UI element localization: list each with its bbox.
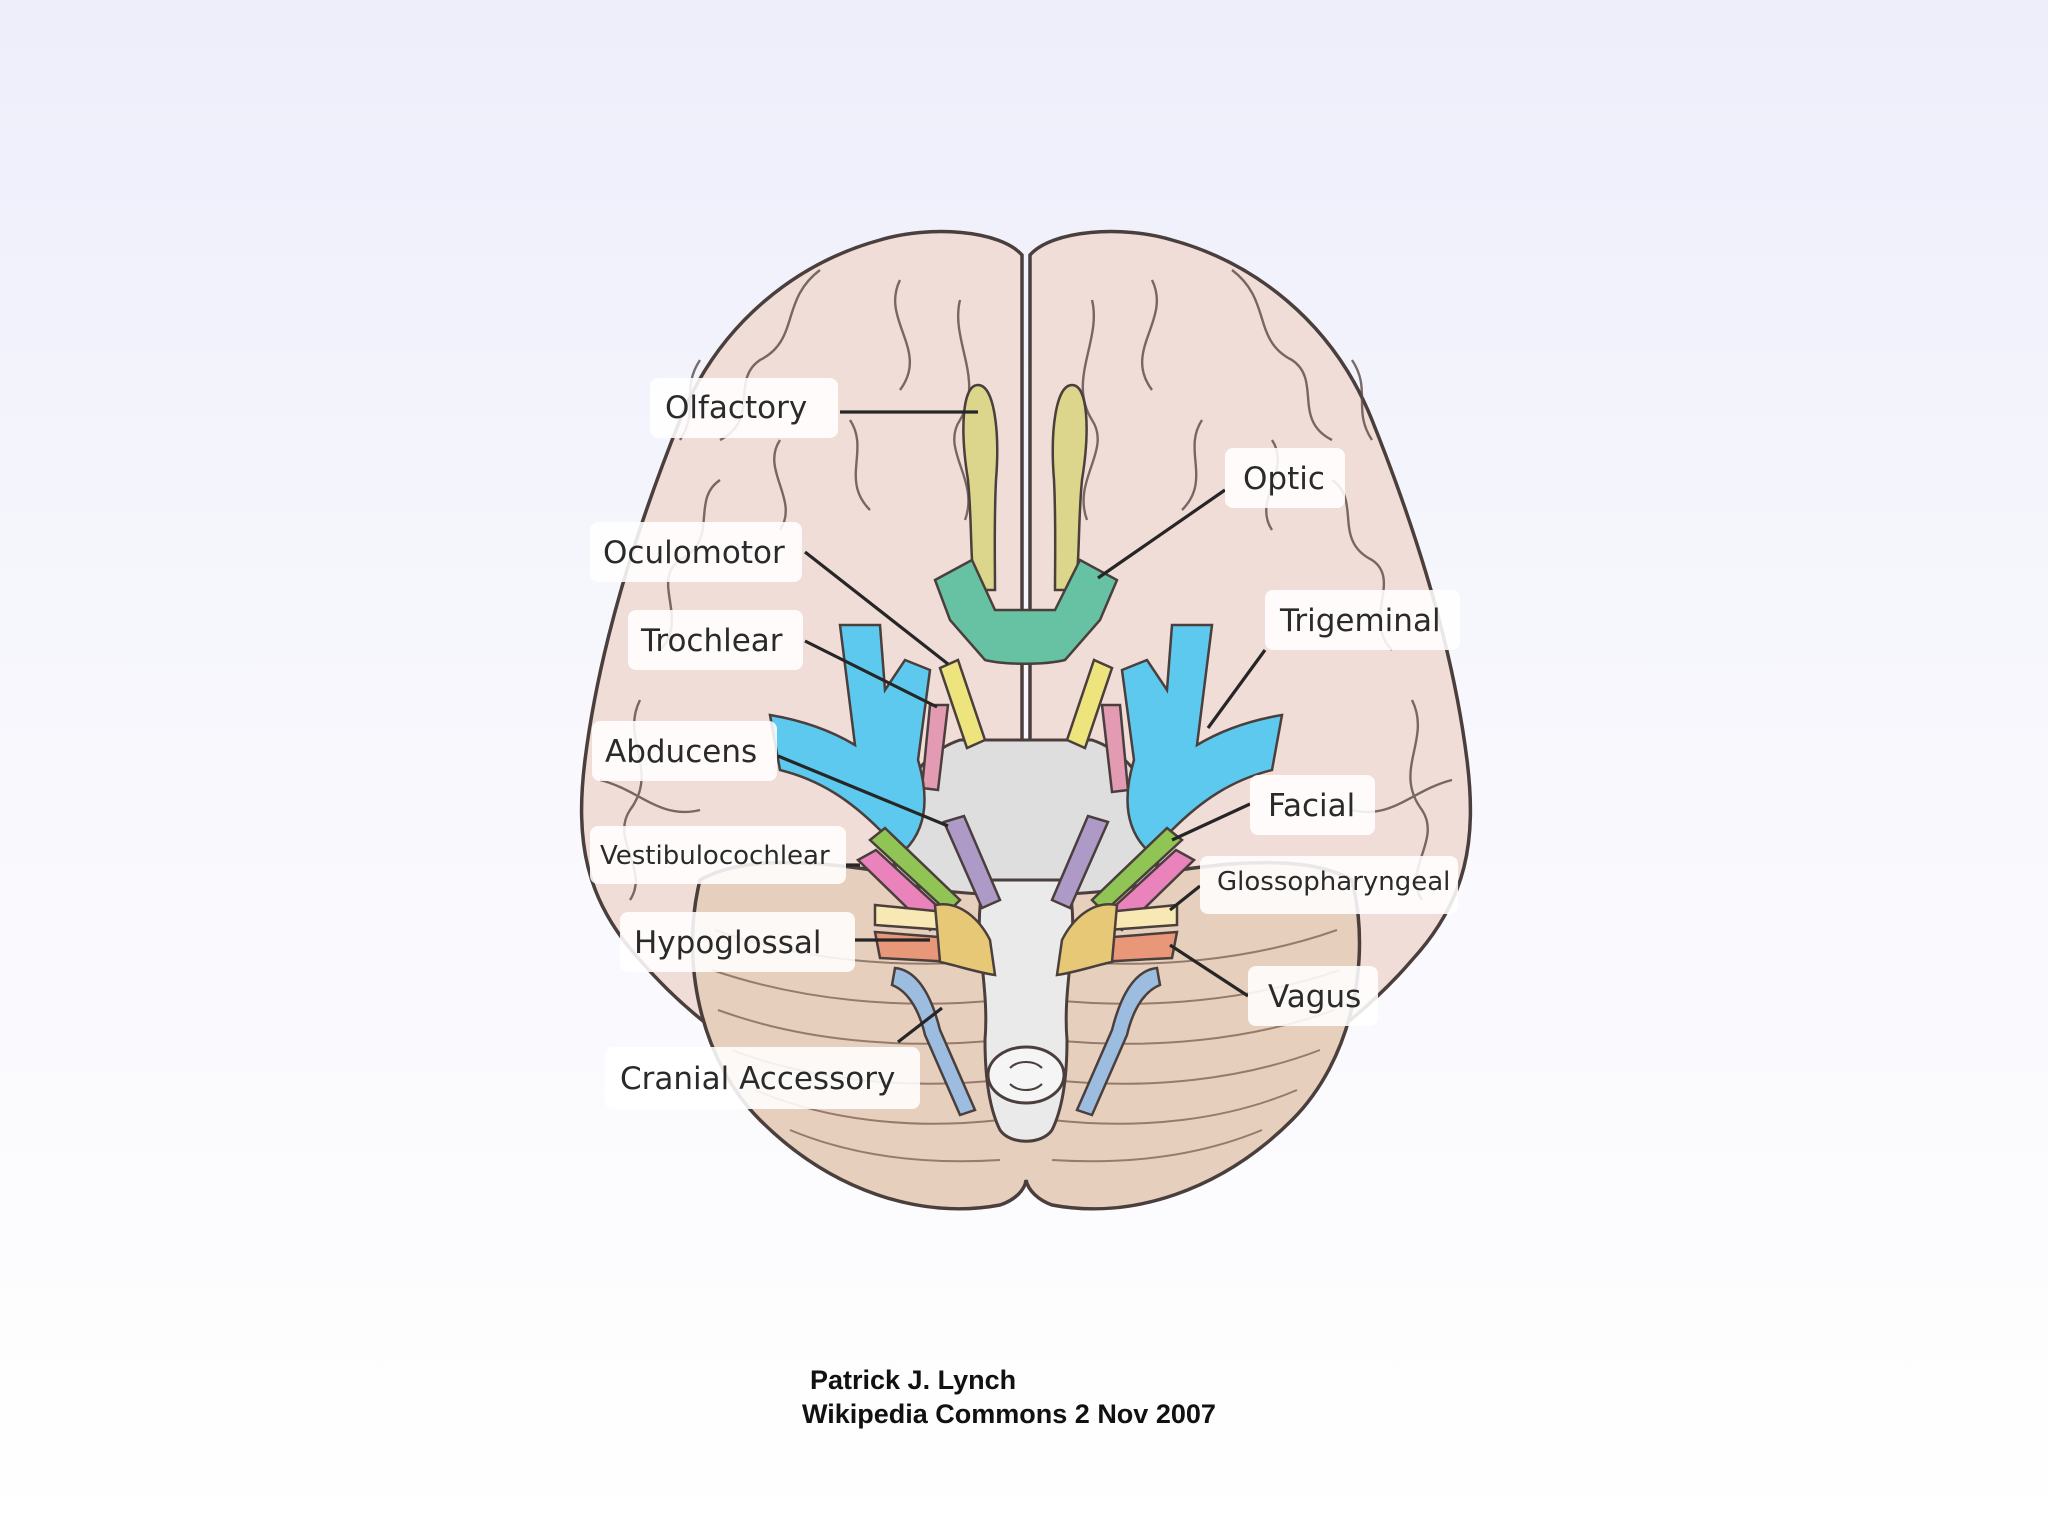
- accessory-nerve-left: [890, 966, 977, 1117]
- svg-text:Hypoglossal: Hypoglossal: [634, 925, 821, 961]
- oculomotor-nerve-left: [938, 658, 987, 750]
- svg-text:Olfactory: Olfactory: [665, 390, 807, 426]
- hypoglossal-nerve-left: [933, 902, 997, 977]
- trigeminal-nerve-left: [768, 623, 932, 852]
- label-optic: Optic: [1225, 448, 1345, 508]
- svg-text:Glossopharyngeal: Glossopharyngeal: [1217, 867, 1450, 897]
- trochlear-nerve-left: [920, 703, 950, 792]
- label-hypoglossal: Hypoglossal: [620, 912, 855, 972]
- svg-text:Optic: Optic: [1243, 461, 1325, 497]
- optic-nerve: [933, 558, 1119, 665]
- svg-text:Oculomotor: Oculomotor: [603, 535, 785, 571]
- abducens-nerve-right: [1050, 814, 1110, 910]
- oculomotor-nerve-right: [1065, 658, 1114, 750]
- label-glossopharyngeal: Glossopharyngeal: [1200, 856, 1458, 914]
- svg-text:Abducens: Abducens: [605, 734, 757, 770]
- svg-text:Trigeminal: Trigeminal: [1279, 603, 1441, 639]
- label-cranial-accessory: Cranial Accessory: [605, 1047, 920, 1109]
- accessory-nerve-right: [1075, 966, 1162, 1117]
- facial-nerve-left: [868, 826, 962, 914]
- label-trochlear: Trochlear: [628, 610, 803, 670]
- label-vestibulocochlear: Vestibulocochlear: [590, 826, 846, 884]
- label-abducens: Abducens: [592, 721, 777, 781]
- trigeminal-nerve-right: [1120, 623, 1284, 852]
- label-oculomotor: Oculomotor: [590, 522, 802, 582]
- abducens-nerve-left: [942, 814, 1002, 910]
- facial-nerve-right: [1090, 826, 1184, 914]
- credit-source: Wikipedia Commons 2 Nov 2007: [802, 1399, 1216, 1429]
- label-olfactory: Olfactory: [650, 378, 838, 438]
- hypoglossal-nerve-right: [1055, 902, 1119, 977]
- leader-lines: [777, 410, 1267, 1044]
- svg-text:Vagus: Vagus: [1268, 979, 1361, 1015]
- nerves: [768, 383, 1284, 1117]
- svg-text:Vestibulocochlear: Vestibulocochlear: [600, 841, 830, 871]
- spinal-cord-section: [986, 1045, 1066, 1105]
- credit-author: Patrick J. Lynch: [810, 1365, 1017, 1395]
- svg-text:Facial: Facial: [1268, 788, 1355, 824]
- label-facial: Facial: [1250, 775, 1375, 835]
- svg-text:Cranial Accessory: Cranial Accessory: [620, 1061, 895, 1097]
- label-trigeminal: Trigeminal: [1265, 590, 1460, 650]
- label-vagus: Vagus: [1248, 966, 1378, 1026]
- labels: Olfactory Optic Oculomotor Trochlear Tri…: [590, 378, 1460, 1109]
- svg-text:Trochlear: Trochlear: [640, 623, 783, 659]
